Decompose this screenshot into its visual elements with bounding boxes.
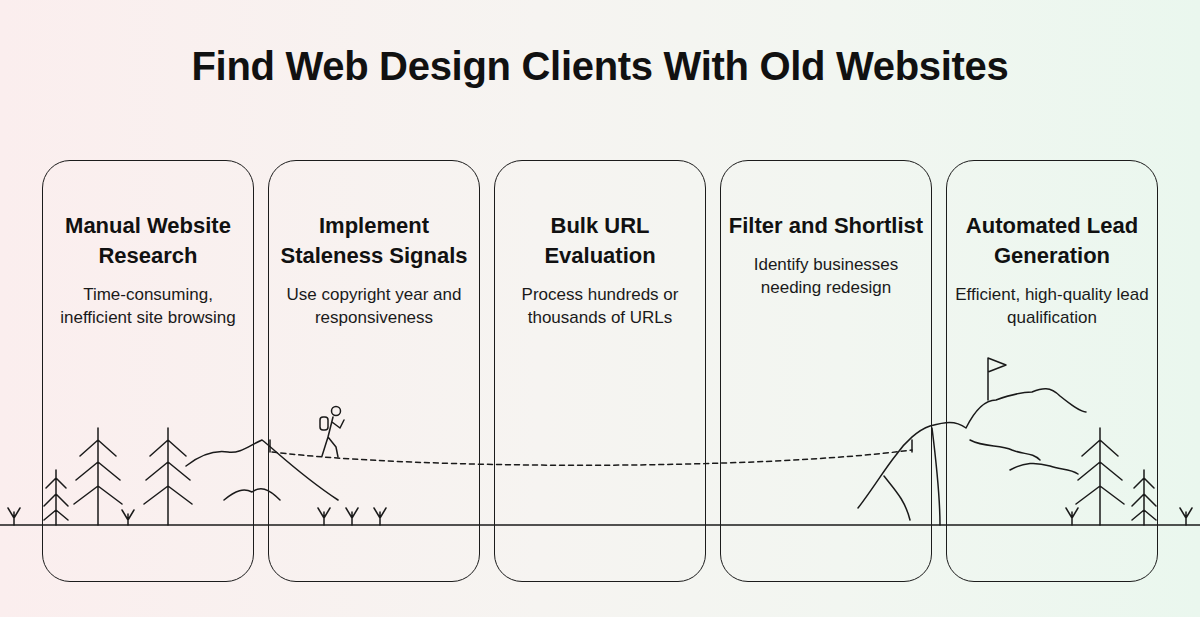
mountain-line [884,476,910,520]
card-heading: Bulk URL Evaluation [501,211,699,271]
card-heading: Manual Website Research [49,211,247,271]
grass-tufts [8,508,1192,525]
card-heading: Filter and Shortlist [727,211,925,241]
card-description: Use copyright year and responsiveness [275,283,473,329]
post [269,440,271,452]
card-heading: Implement Staleness Signals [275,211,473,271]
mountain-line [858,389,1086,508]
trail-dashed [272,450,912,465]
ground-line [0,524,1200,526]
stage-card: Implement Staleness SignalsUse copyright… [268,160,480,582]
mountain-line [1010,463,1078,474]
hiker-figure [320,407,344,458]
stage-card: Manual Website ResearchTime-consuming, i… [42,160,254,582]
card-description: Efficient, high-quality lead qualificati… [953,283,1151,329]
card-heading: Automated Lead Generation [953,211,1151,271]
card-description: Time-consuming, inefficient site browsin… [49,283,247,329]
stage-card: Filter and ShortlistIdentify businesses … [720,160,932,582]
hill-line [224,489,280,500]
tree-group [44,428,192,525]
mountain-line [970,440,1040,460]
tree-group [1076,428,1156,525]
mountain-line [912,428,940,525]
hill-line [186,440,338,500]
stage-card: Bulk URL EvaluationProcess hundreds or t… [494,160,706,582]
card-description: Identify businesses needing redesign [727,253,925,299]
card-description: Process hundreds or thousands of URLs [501,283,699,329]
flag [988,358,1006,400]
diagram-title: Find Web Design Clients With Old Website… [0,42,1200,90]
stage-card: Automated Lead GenerationEfficient, high… [946,160,1158,582]
